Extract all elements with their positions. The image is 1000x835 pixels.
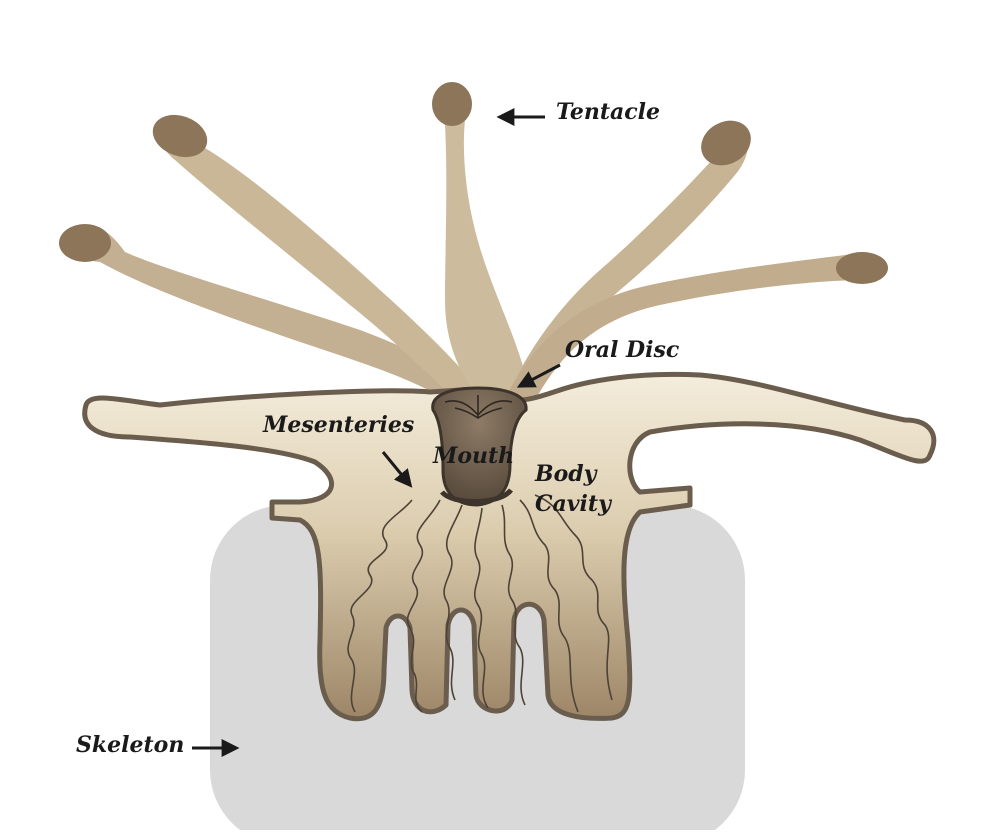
mesenteries-lines xyxy=(347,494,613,713)
tentacle-tip xyxy=(432,82,472,126)
tentacle-far-left xyxy=(65,224,501,420)
tentacle-upper-left xyxy=(160,117,500,420)
cavity-label: Cavity xyxy=(535,491,611,517)
label-arrows xyxy=(192,108,561,757)
mesenteries-arrow xyxy=(381,451,413,488)
skeleton-label: Skeleton xyxy=(76,732,185,758)
tentacle-center xyxy=(440,85,530,415)
tentacle-label: Tentacle xyxy=(556,99,661,125)
tentacles xyxy=(59,82,888,420)
polyp-body xyxy=(82,371,937,722)
mouth-rim xyxy=(440,488,514,504)
mesenteries-label: Mesenteries xyxy=(263,412,415,438)
oral-disc-folds xyxy=(444,395,513,419)
oral-disc-label: Oral Disc xyxy=(565,337,680,363)
body-label: Body xyxy=(535,461,597,487)
tentacle-tip xyxy=(152,114,208,158)
oral-disc-arrow xyxy=(516,363,561,388)
mouth-label: Mouth xyxy=(433,443,515,469)
mouth-shape xyxy=(431,386,528,507)
tentacle-tip xyxy=(701,120,751,166)
tentacle-tip xyxy=(836,252,888,284)
tentacle-tip xyxy=(59,224,111,262)
